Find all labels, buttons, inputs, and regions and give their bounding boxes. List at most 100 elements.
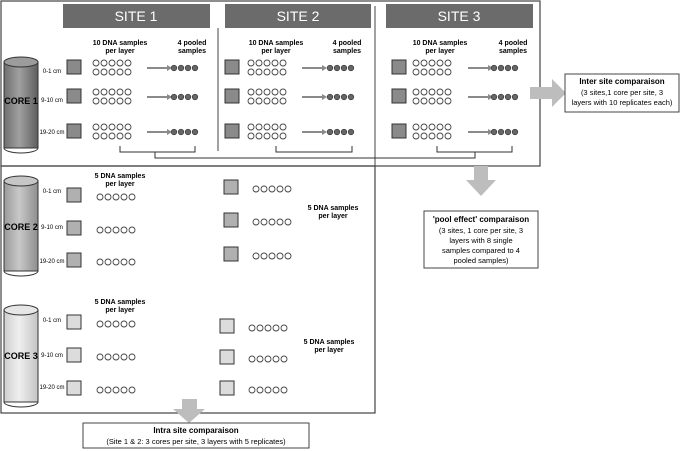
- core1-site3-layer1-replicate-2: [428, 59, 436, 67]
- pool-effect-connector: [154, 152, 476, 159]
- core3-site2-layer3-replicate-1: [256, 386, 264, 394]
- site2-pooled-label-2: samples: [333, 48, 361, 55]
- core2-site1-layer1-sample-box: [66, 187, 82, 203]
- core1-site1-layer3-replicate-4: [124, 123, 132, 131]
- core3-depth-2: 19-20 cm: [39, 385, 64, 391]
- core1-site3-layer2-sample-box: [391, 88, 407, 104]
- core2-site1-layer2-replicate-3: [120, 226, 128, 234]
- core-2-body: [3, 180, 39, 272]
- core2-site2-layer3-sample-box: [223, 246, 239, 262]
- core3-site1-layer3-replicate-3: [120, 386, 128, 394]
- core3-site2-layer3-sample-box: [219, 380, 235, 396]
- intra-site-box: Intra site comparaison (Site 1 & 2: 3 co…: [82, 422, 310, 449]
- core1-site3-layer1-replicate-3: [436, 59, 444, 67]
- core1-site2-layer3-replicate-3: [271, 123, 279, 131]
- core1-site3-layer3-pooled-0: [490, 128, 498, 136]
- core1-site1-layer3-replicate-3: [116, 123, 124, 131]
- core-2: CORE 2: [3, 175, 39, 277]
- core1-site1-layer3-replicate-9: [124, 132, 132, 140]
- site-header-2: SITE 2: [225, 4, 371, 28]
- core-3-top: [3, 304, 39, 316]
- core1-site1-layer3-replicate-8: [116, 132, 124, 140]
- core1-site2-layer2-replicate-7: [263, 97, 271, 105]
- core3-site1-layer3-replicate-4: [128, 386, 136, 394]
- core1-site2-layer3-replicate-6: [255, 132, 263, 140]
- core3-site1-layer1-replicate-0: [96, 320, 104, 328]
- site-header-3-bg: [386, 4, 533, 28]
- core1-site3-layer1-pool-arrow-head: [488, 65, 493, 71]
- core2-site1-layer1-replicate-3: [120, 193, 128, 201]
- core2-site2-layer2-replicate-3: [276, 218, 284, 226]
- core2-site1-five-label-1: 5 DNA samples: [95, 173, 146, 180]
- core1-site2-layer3-pool-arrow-head: [322, 129, 327, 135]
- core2-site1-layer3-replicate-3: [120, 258, 128, 266]
- core1-site3-layer3-replicate-7: [428, 132, 436, 140]
- core1-site2-layer2-replicate-2: [263, 88, 271, 96]
- core2-site1-layer2-replicate-0: [96, 226, 104, 234]
- core-1-top: [3, 56, 39, 68]
- core1-site1-layer1-pooled-1: [177, 64, 185, 72]
- core2-site1-layer3-replicate-1: [104, 258, 112, 266]
- core1-site2-layer3-replicate-1: [255, 123, 263, 131]
- core2-site2-layer2-replicate-1: [260, 218, 268, 226]
- site-header-3-label: SITE 3: [438, 8, 481, 24]
- core1-site1-layer1-replicate-8: [116, 68, 124, 76]
- core2-site1-layer3-replicate-0: [96, 258, 104, 266]
- inter-site-line2: layers with 10 replicates each): [572, 98, 673, 107]
- core1-site3-layer1-replicate-8: [436, 68, 444, 76]
- core1-site1-layer2-pooled-0: [170, 93, 178, 101]
- core1-site1-layer1-replicate-6: [100, 68, 108, 76]
- core3-site2-layer1-replicate-1: [256, 324, 264, 332]
- core1-site1-layer3-sample-box: [66, 123, 82, 139]
- core1-site1-layer1-replicate-9: [124, 68, 132, 76]
- core3-site1-layer3-replicate-2: [112, 386, 120, 394]
- core1-site3-layer1-pooled-2: [504, 64, 512, 72]
- site2-ten-label-1: 10 DNA samples: [249, 40, 304, 47]
- core1-site2-layer1-replicate-4: [279, 59, 287, 67]
- core3-site1-layer1-replicate-3: [120, 320, 128, 328]
- core1-site3-layer3-replicate-8: [436, 132, 444, 140]
- core2-site1-layer1-replicate-0: [96, 193, 104, 201]
- site3-pool-bracket: [436, 146, 513, 153]
- core1-site2-layer1-replicate-9: [279, 68, 287, 76]
- core3-site1-layer2-replicate-3: [120, 353, 128, 361]
- core1-site2-layer3-pooled-2: [340, 128, 348, 136]
- core1-site1-layer2-replicate-8: [116, 97, 124, 105]
- core2-site2-layer2-replicate-4: [284, 218, 292, 226]
- core2-site1-five-label-2: per layer: [105, 181, 134, 188]
- core1-site2-layer3-replicate-2: [263, 123, 271, 131]
- core1-site1-layer2-replicate-9: [124, 97, 132, 105]
- core1-site2-layer1-pooled-2: [340, 64, 348, 72]
- core3-site2-layer1-replicate-2: [264, 324, 272, 332]
- core1-site3-layer1-replicate-1: [420, 59, 428, 67]
- core1-site2-layer3-pooled-0: [326, 128, 334, 136]
- core1-site2-layer2-replicate-0: [247, 88, 255, 96]
- core1-site1-layer2-replicate-3: [116, 88, 124, 96]
- core3-site1-layer2-sample-box: [66, 347, 82, 363]
- core3-site2-layer3-replicate-2: [264, 386, 272, 394]
- core2-site2-layer1-replicate-2: [268, 185, 276, 193]
- core2-site2-layer1-replicate-0: [252, 185, 260, 193]
- pool-effect-line3: samples compared to 4: [442, 246, 520, 255]
- core1-site2-layer1-replicate-7: [263, 68, 271, 76]
- site-header-3: SITE 3: [386, 4, 533, 28]
- site1-pooled-label-2: samples: [178, 48, 206, 55]
- core1-site1-layer1-pool-arrow-head: [167, 65, 172, 71]
- core3-site1-layer2-replicate-0: [96, 353, 104, 361]
- core3-site1-layer1-replicate-1: [104, 320, 112, 328]
- core2-site1-layer1-replicate-2: [112, 193, 120, 201]
- core1-site1-layer1-replicate-0: [92, 59, 100, 67]
- site3-pooled-label-2: samples: [499, 48, 527, 55]
- core1-site2-layer1-replicate-2: [263, 59, 271, 67]
- intra-site-arrow: [173, 399, 205, 423]
- core1-site2-layer1-replicate-5: [247, 68, 255, 76]
- core1-site1-layer2-pooled-3: [191, 93, 199, 101]
- site2-ten-label-2: per layer: [261, 48, 290, 55]
- core1-site3-layer2-replicate-3: [436, 88, 444, 96]
- core1-site3-layer1-replicate-7: [428, 68, 436, 76]
- core1-site2-layer3-replicate-0: [247, 123, 255, 131]
- core1-depth-0: 0-1 cm: [43, 69, 61, 75]
- core3-site1-layer1-replicate-4: [128, 320, 136, 328]
- core1-site1-layer2-pooled-1: [177, 93, 185, 101]
